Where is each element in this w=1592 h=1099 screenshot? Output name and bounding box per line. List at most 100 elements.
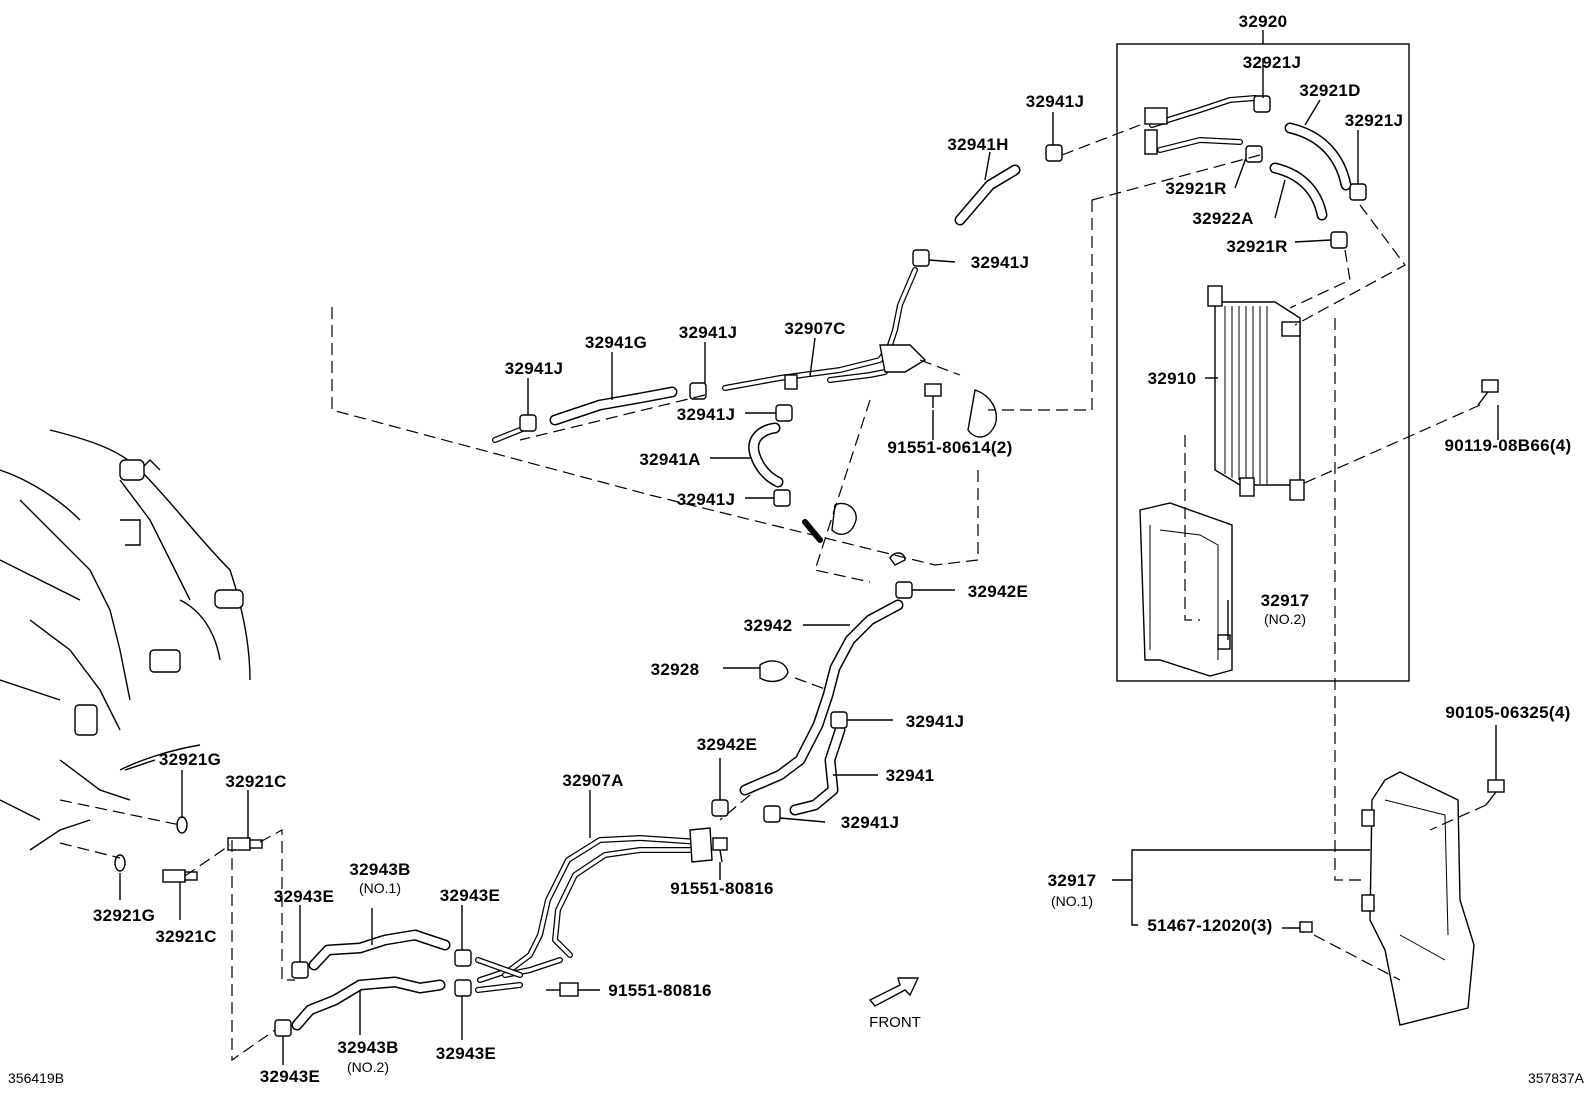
label-32942E-a: 32942E bbox=[968, 582, 1028, 601]
label-32917-no1: 32917 bbox=[1048, 871, 1097, 890]
label-32943E-a: 32943E bbox=[274, 887, 334, 906]
label-90119: 90119-08B66(4) bbox=[1444, 436, 1571, 455]
front-arrow-icon bbox=[868, 977, 920, 1007]
label-32943E-c: 32943E bbox=[436, 1044, 496, 1063]
o-ring-32921G-a bbox=[176, 816, 188, 834]
label-91551-80816-b: 91551-80816 bbox=[608, 981, 712, 1000]
clamp-32943E-c bbox=[454, 979, 472, 997]
front-label: FRONT bbox=[869, 1014, 921, 1031]
hose-32922A bbox=[1269, 162, 1328, 221]
clamp-32941J-7 bbox=[830, 711, 848, 729]
pipe-32907A bbox=[477, 827, 713, 983]
label-32921C-b: 32921C bbox=[155, 927, 216, 946]
corner-code-left: 356419B bbox=[8, 1070, 64, 1086]
label-32943E-d: 32943E bbox=[260, 1067, 320, 1086]
label-32941A: 32941A bbox=[639, 450, 700, 469]
label-32941J-4: 32941J bbox=[505, 359, 564, 378]
label-32922A: 32922A bbox=[1192, 209, 1253, 228]
hose-32943B-no1 bbox=[308, 929, 523, 978]
label-32943E-b: 32943E bbox=[440, 886, 500, 905]
corner-code-right: 357837A bbox=[1528, 1070, 1585, 1086]
label-32921J-b: 32921J bbox=[1345, 111, 1404, 130]
clamp-32942E-b bbox=[711, 799, 729, 817]
mount-bracket-upper bbox=[802, 389, 997, 566]
clamp-32943E-d bbox=[274, 1019, 292, 1037]
hose-32941A bbox=[748, 422, 784, 488]
label-32917-no1-sub: (NO.1) bbox=[1051, 893, 1093, 909]
clamp-32943E-a bbox=[291, 961, 309, 979]
clamp-32941J-4 bbox=[775, 404, 793, 422]
label-32943B-no1: 32943B bbox=[349, 860, 410, 879]
label-32941J-6: 32941J bbox=[677, 490, 736, 509]
label-32921J-a: 32921J bbox=[1243, 53, 1302, 72]
label-32921R-b: 32921R bbox=[1226, 237, 1287, 256]
label-32941J-top: 32941J bbox=[1026, 92, 1085, 111]
cooler-inlet-pipes bbox=[1144, 95, 1258, 155]
label-32941G: 32941G bbox=[585, 333, 647, 352]
hose-32941H bbox=[954, 164, 1021, 226]
clamp-32928 bbox=[759, 660, 789, 683]
clamp-32941J-top bbox=[1045, 144, 1063, 162]
oil-cooler-32910 bbox=[1207, 285, 1305, 501]
label-32928: 32928 bbox=[651, 660, 700, 679]
label-90105: 90105-06325(4) bbox=[1445, 703, 1570, 722]
label-32941J-2: 32941J bbox=[971, 253, 1030, 272]
label-32943B-no1-sub: (NO.1) bbox=[359, 880, 401, 896]
label-32941J-8: 32941J bbox=[841, 813, 900, 832]
bolt-90105 bbox=[1485, 779, 1505, 806]
pipe-32942 bbox=[739, 599, 904, 796]
shroud-32917-no2 bbox=[1139, 502, 1233, 677]
transmission-outline bbox=[0, 429, 251, 851]
clamp-32941J-6 bbox=[773, 489, 791, 507]
label-32921G-a: 32921G bbox=[159, 750, 221, 769]
hose-32941 bbox=[789, 724, 846, 816]
label-32921G-b: 32921G bbox=[93, 906, 155, 925]
clamp-32942E-a bbox=[895, 581, 913, 599]
clamp-32921J-a bbox=[1253, 95, 1271, 113]
label-32921C-a: 32921C bbox=[225, 772, 286, 791]
label-32907C: 32907C bbox=[784, 319, 845, 338]
bracket-32917-no1 bbox=[1361, 771, 1475, 1026]
label-32921D: 32921D bbox=[1299, 81, 1360, 100]
label-91551-80816-a: 91551-80816 bbox=[670, 879, 774, 898]
clamp-32941J-2 bbox=[912, 249, 930, 267]
label-32917-no2-sub: (NO.2) bbox=[1264, 611, 1306, 627]
label-32942: 32942 bbox=[744, 616, 793, 635]
label-51467: 51467-12020(3) bbox=[1147, 916, 1272, 935]
clamp-32921J-b bbox=[1349, 183, 1367, 201]
label-32941H: 32941H bbox=[947, 135, 1008, 154]
o-ring-32921G-b bbox=[114, 854, 126, 872]
label-32943B-no2: 32943B bbox=[337, 1038, 398, 1057]
label-32941J-3: 32941J bbox=[679, 323, 738, 342]
label-91551-80614: 91551-80614(2) bbox=[887, 438, 1012, 457]
label-32907A: 32907A bbox=[562, 771, 623, 790]
clip-51467 bbox=[1299, 921, 1313, 933]
bolt-90119 bbox=[1477, 379, 1499, 406]
bolt-91551-80816-b bbox=[546, 982, 579, 997]
label-32910: 32910 bbox=[1148, 369, 1197, 388]
label-32920: 32920 bbox=[1239, 12, 1288, 31]
label-32941J-5: 32941J bbox=[677, 405, 736, 424]
label-32941: 32941 bbox=[886, 766, 935, 785]
leader-lines bbox=[119, 58, 1499, 1065]
label-32942E-b: 32942E bbox=[697, 735, 757, 754]
hose-32943B-no2 bbox=[291, 976, 523, 1031]
union-32921C-a bbox=[227, 837, 263, 851]
bolt-91551-80614 bbox=[924, 383, 942, 408]
pipe-bracket bbox=[784, 344, 927, 390]
dashed-guides bbox=[59, 124, 1487, 1062]
bolt-91551-80816-a bbox=[712, 837, 728, 863]
label-32917-no2: 32917 bbox=[1261, 591, 1310, 610]
union-32921C-b bbox=[162, 869, 198, 883]
clamp-32921R-b bbox=[1330, 231, 1348, 249]
label-32941J-7: 32941J bbox=[906, 712, 965, 731]
clamp-32943E-b bbox=[454, 949, 472, 967]
clamp-32921R-a bbox=[1245, 145, 1263, 163]
label-32921R-a: 32921R bbox=[1165, 179, 1226, 198]
label-32943B-no2-sub: (NO.2) bbox=[347, 1059, 389, 1075]
hose-32921D bbox=[1284, 122, 1352, 191]
clamp-32941J-8 bbox=[763, 805, 781, 823]
clamp-32941J-left bbox=[519, 414, 537, 432]
clamp-32941J-3 bbox=[689, 382, 707, 400]
